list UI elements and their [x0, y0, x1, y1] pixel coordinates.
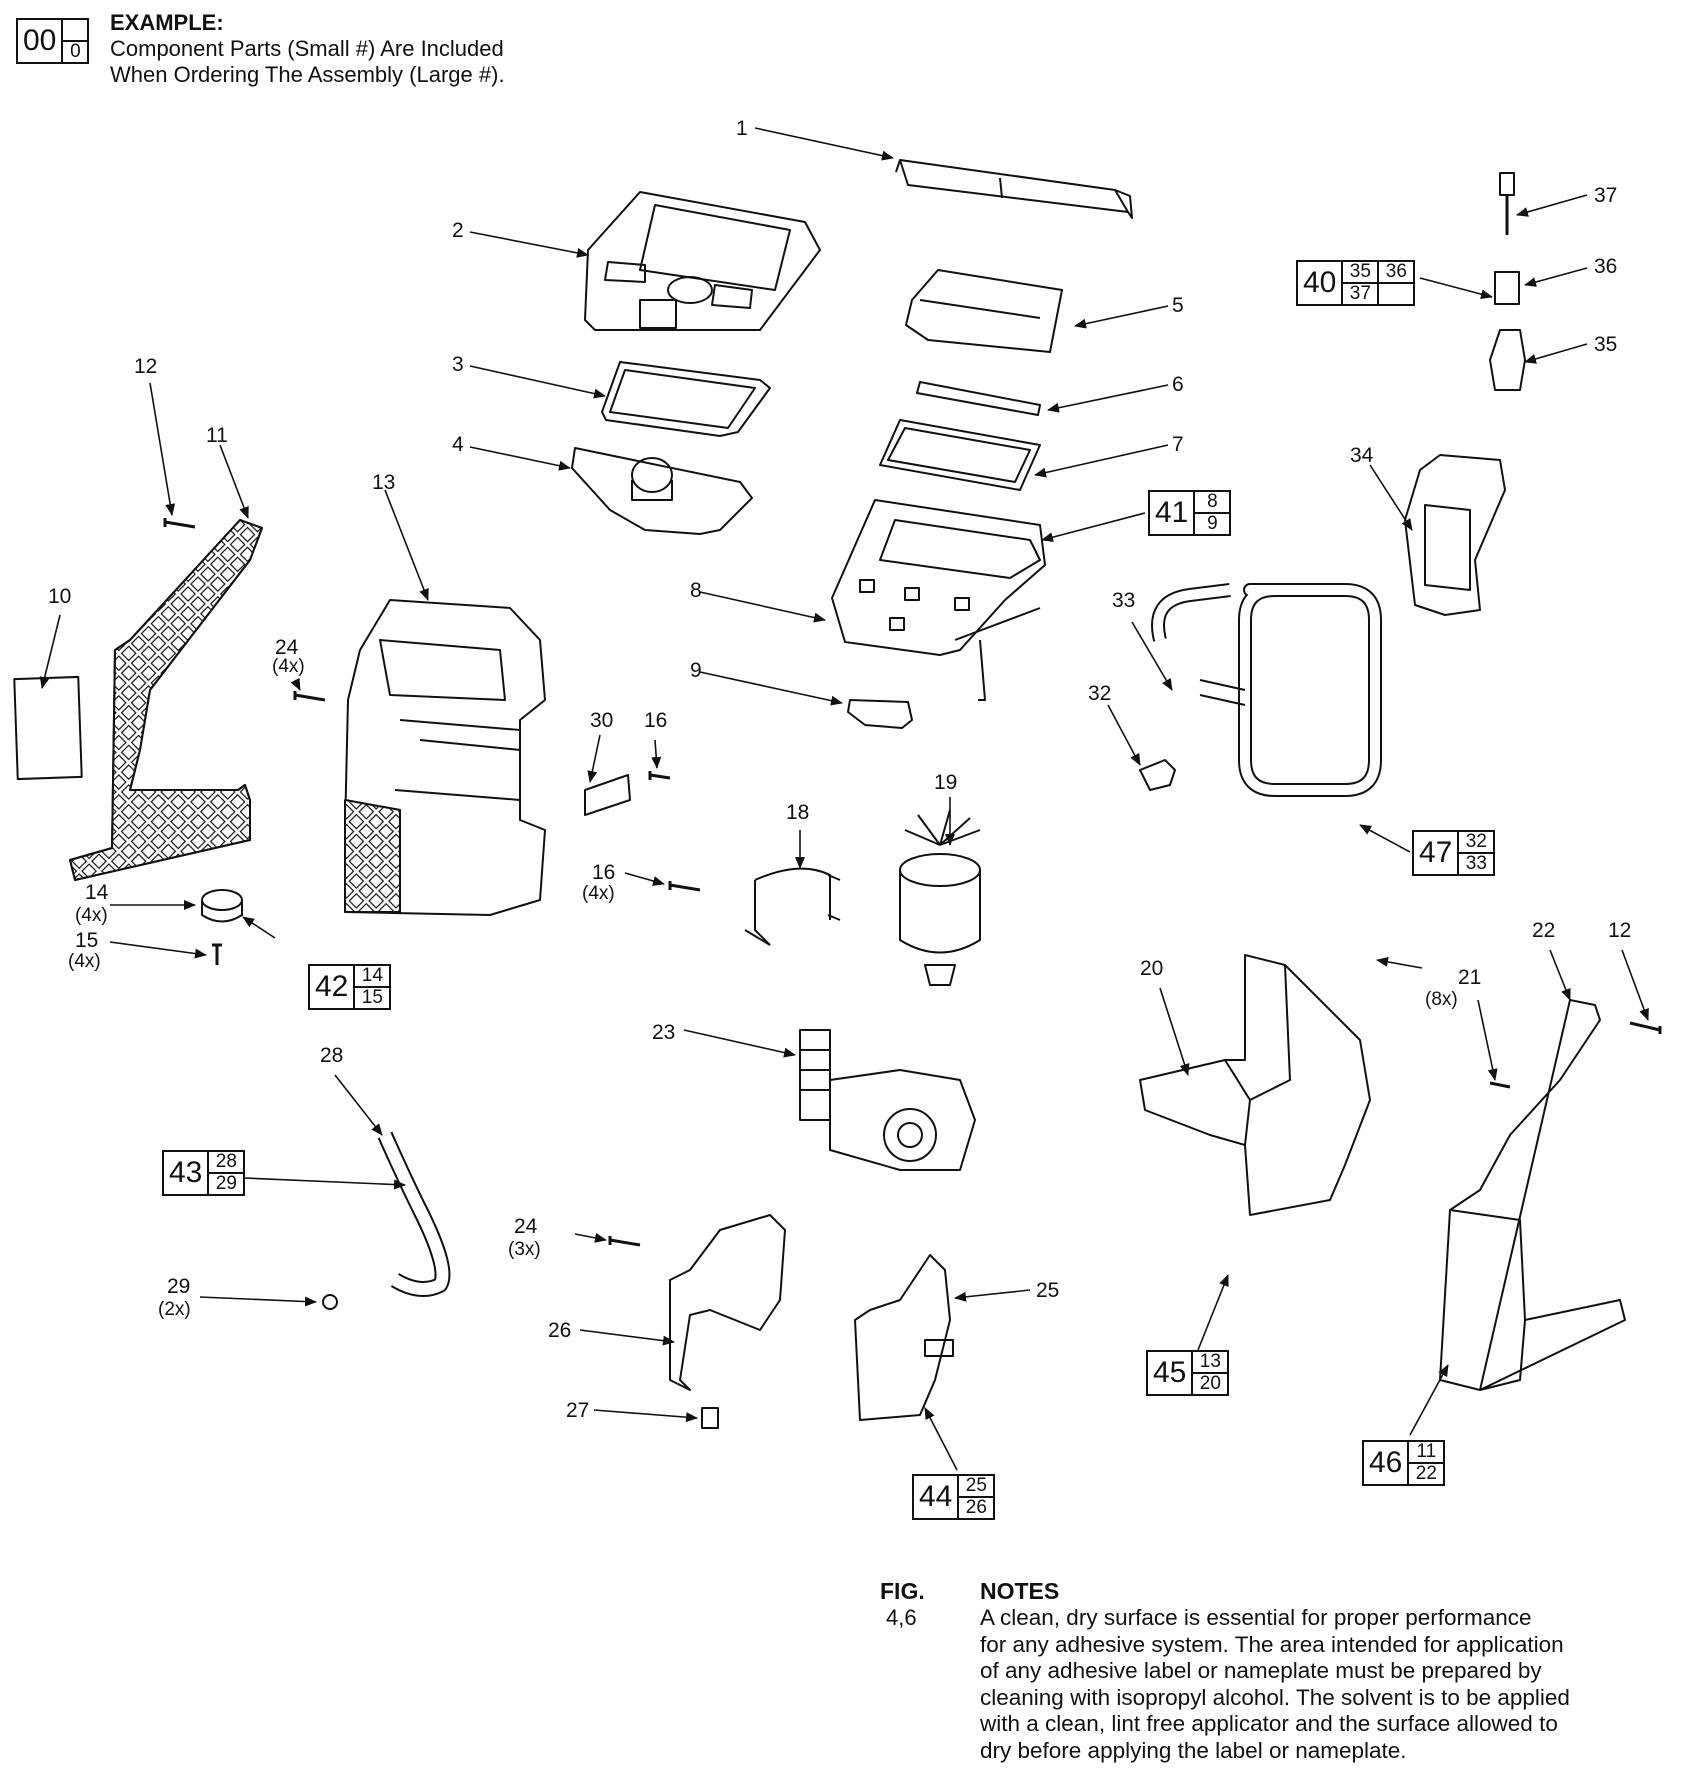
part-label: 5	[1172, 294, 1184, 317]
component-number: 35	[1349, 261, 1371, 282]
qty-label: (2x)	[158, 1299, 191, 1320]
part-label: 12	[1608, 919, 1632, 942]
notes-line: dry before applying the label or namepla…	[980, 1737, 1407, 1763]
assembly-number: 43	[164, 1152, 210, 1194]
part-label: 27	[566, 1399, 590, 1422]
part-label: 20	[1140, 957, 1164, 980]
component-number: 29	[209, 1172, 244, 1194]
component-number: 22	[1409, 1462, 1444, 1484]
assembly-number: 40	[1298, 262, 1344, 304]
part-label: 34	[1350, 444, 1374, 467]
notes-body: A clean, dry surface is essential for pr…	[980, 1605, 1670, 1764]
part-label: 10	[48, 585, 72, 608]
component-number: 37	[1343, 282, 1378, 304]
qty-label: (4x)	[68, 951, 101, 972]
component-number: 9	[1195, 512, 1230, 534]
part-label: 24	[514, 1215, 538, 1238]
component-number: 26	[959, 1496, 994, 1518]
qty-label: (3x)	[508, 1239, 541, 1260]
legend-line-1: Component Parts (Small #) Are Included	[110, 36, 504, 61]
part-label: 26	[548, 1319, 572, 1342]
fig-heading: FIG.	[880, 1578, 925, 1604]
component-number: 15	[355, 986, 390, 1008]
part-label: 6	[1172, 373, 1184, 396]
assembly-number: 47	[1414, 832, 1460, 874]
component-number: 14	[361, 965, 383, 986]
fig-value: 4,6	[886, 1605, 917, 1630]
part-label: 16	[592, 861, 616, 884]
notes-line: for any adhesive system. The area intend…	[980, 1631, 1564, 1657]
qty-label: (4x)	[272, 656, 305, 677]
legend-example-box: 00 0	[16, 18, 90, 64]
component-number: 8	[1207, 491, 1218, 512]
qty-label: (4x)	[75, 905, 108, 926]
part-label: 21	[1458, 966, 1482, 989]
qty-label: (8x)	[1425, 989, 1458, 1010]
notes-line: A clean, dry surface is essential for pr…	[980, 1605, 1532, 1630]
part-label: 35	[1594, 333, 1618, 356]
assembly-number: 41	[1150, 492, 1196, 534]
part-label: 23	[652, 1021, 676, 1044]
notes-line: of any adhesive label or nameplate must …	[980, 1658, 1542, 1683]
part-label: 30	[590, 709, 614, 732]
component-number: 25	[965, 1475, 987, 1496]
assembly-number: 44	[914, 1476, 960, 1518]
part-label: 22	[1532, 919, 1556, 942]
component-number: 33	[1459, 852, 1494, 874]
assembly-number: 42	[310, 966, 356, 1008]
part-label: 29	[167, 1275, 191, 1298]
notes-line: with a clean, lint free applicator and t…	[980, 1711, 1558, 1736]
part-label: 36	[1594, 255, 1618, 278]
component-number: 36	[1385, 261, 1407, 282]
part-label: 4	[452, 433, 464, 456]
part-label: 37	[1594, 184, 1618, 207]
part-label: 3	[452, 353, 464, 376]
part-label: 24	[275, 636, 299, 659]
part-label: 2	[452, 219, 464, 242]
component-number: 20	[1193, 1372, 1228, 1394]
assembly-number: 46	[1364, 1442, 1410, 1484]
legend-line-2: When Ordering The Assembly (Large #).	[110, 62, 505, 87]
part-label: 18	[786, 801, 810, 824]
part-label: 11	[206, 424, 228, 447]
part-label: 15	[75, 929, 99, 952]
legend-small-number: 0	[70, 41, 81, 62]
assembly-number: 45	[1148, 1352, 1194, 1394]
part-label: 16	[644, 709, 668, 732]
notes-heading: NOTES	[980, 1578, 1060, 1604]
part-label: 7	[1172, 433, 1184, 456]
part-label: 32	[1088, 682, 1112, 705]
component-number	[1379, 282, 1414, 304]
part-label: 9	[690, 659, 702, 682]
part-label: 25	[1036, 1279, 1060, 1302]
component-number: 13	[1199, 1351, 1221, 1372]
part-label: 13	[372, 471, 396, 494]
part-label: 12	[134, 355, 158, 378]
component-number: 32	[1465, 831, 1487, 852]
part-label: 8	[690, 579, 702, 602]
part-label: 1	[736, 117, 748, 140]
notes-line: cleaning with isopropyl alcohol. The sol…	[980, 1684, 1570, 1710]
legend-big-number: 00	[18, 20, 64, 62]
qty-label: (4x)	[582, 883, 615, 904]
part-label: 14	[85, 881, 109, 904]
part-label: 19	[934, 771, 958, 794]
legend-title: EXAMPLE:	[110, 10, 224, 35]
component-number: 11	[1416, 1441, 1437, 1462]
part-label: 28	[320, 1044, 344, 1067]
part-label: 33	[1112, 589, 1136, 612]
component-number: 28	[215, 1151, 237, 1172]
